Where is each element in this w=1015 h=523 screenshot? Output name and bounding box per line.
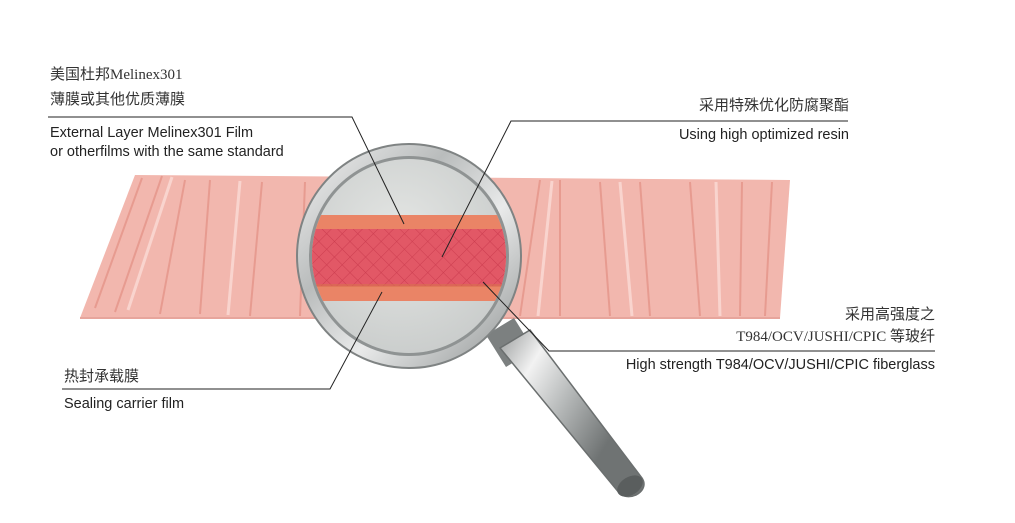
magnifier-handle [486,318,645,498]
outer-film-en-line2: or otherfilms with the same standard [50,144,284,160]
leader-lines [48,116,935,390]
outer-film-cn-line1: 美国杜邦Melinex301 [50,64,183,85]
leader-fiberglass [482,281,935,352]
outer-film-cn-code: Melinex301 [110,67,183,83]
fiberglass-en: High strength T984/OCV/JUSHI/CPIC fiberg… [625,357,935,373]
leader-resin [441,120,848,258]
layer-cross-section [312,215,506,301]
outer-film-en-line1: External Layer Melinex301 Film [50,125,254,141]
leader-outer-film [48,116,405,225]
fiberglass-cn-line2: T984/OCV/JUSHI/CPIC 等玻纤 [736,329,935,345]
resin-en: Using high optimized resin [678,127,849,143]
resin-cn: 采用特殊优化防腐聚酯 [698,96,849,114]
carrier-film-en: Sealing carrier film [64,396,185,412]
leader-carrier-film [62,291,383,390]
carrier-film-cn: 热封承载膜 [64,367,140,385]
fiberglass-cn-line1: 采用高强度之 [844,305,935,323]
outer-film-cn-prefix: 美国杜邦 [50,65,111,83]
outer-film-cn-line2: 薄膜或其他优质薄膜 [50,90,186,108]
